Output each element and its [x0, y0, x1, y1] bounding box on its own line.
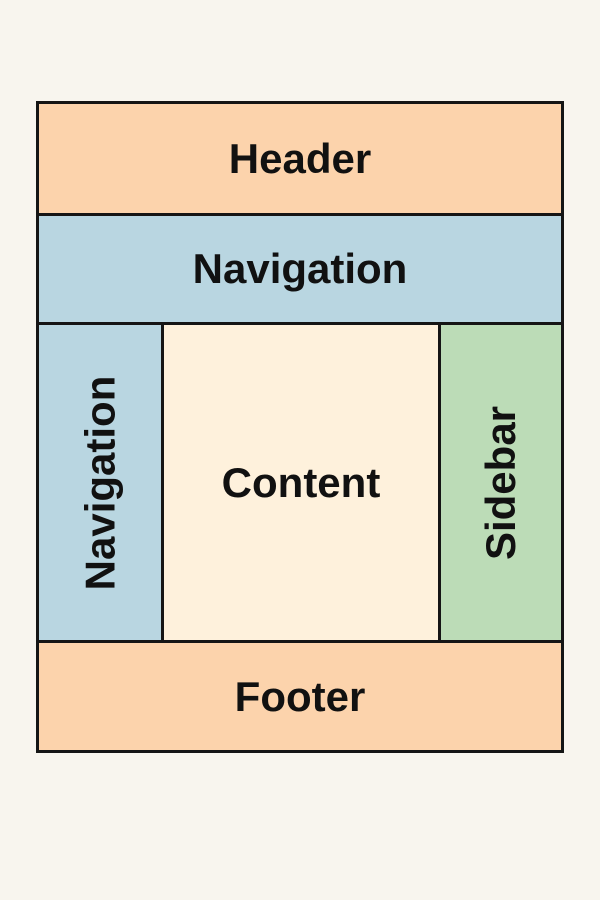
left-navigation-section: Navigation — [39, 325, 161, 640]
content-label: Content — [221, 458, 381, 506]
layout-diagram: Header Navigation Navigation Content Sid… — [36, 101, 564, 753]
top-navigation-section: Navigation — [39, 216, 561, 322]
sidebar-label: Sidebar — [477, 405, 524, 560]
left-navigation-label: Navigation — [76, 375, 124, 590]
footer-section: Footer — [39, 643, 561, 750]
sidebar-section: Sidebar — [441, 325, 561, 640]
top-navigation-label: Navigation — [192, 245, 408, 292]
header-label: Header — [228, 134, 372, 182]
content-section: Content — [164, 325, 438, 640]
footer-label: Footer — [234, 672, 366, 720]
header-section: Header — [39, 104, 561, 213]
